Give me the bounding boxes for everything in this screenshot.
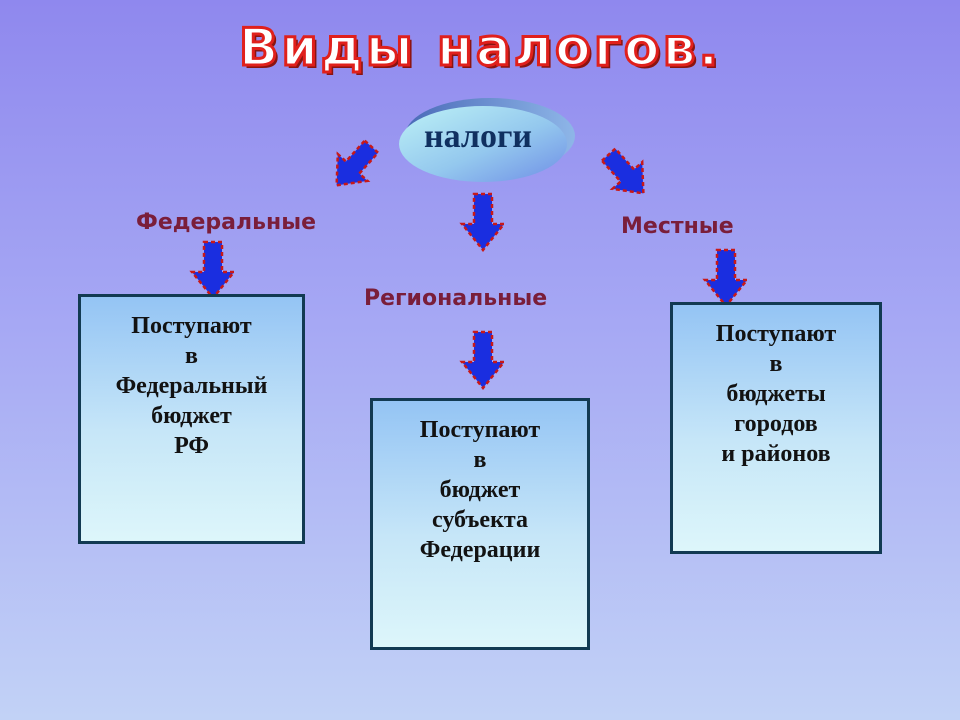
category-federal-label: Федеральные — [136, 210, 317, 235]
local-budget-box: Поступают в бюджеты городов и районов — [670, 302, 882, 554]
box-text-line: Поступают — [131, 313, 252, 339]
box-text-line: Федерации — [419, 537, 541, 563]
arrow-to-local-icon — [600, 146, 645, 195]
arrow-to-regional-icon — [459, 192, 507, 252]
box-text-line: Поступают — [715, 321, 837, 347]
box-text-line: бюджет — [151, 403, 232, 429]
box-text-line: в — [769, 351, 783, 377]
box-text-line: в — [185, 343, 198, 369]
diagram-title: Виды налогов. — [237, 17, 722, 80]
box-text-line: субъекта — [432, 507, 528, 533]
arrow-to-federal-icon — [335, 138, 380, 187]
box-text-line: бюджет — [439, 477, 521, 503]
arrow-federal-to-box-icon — [189, 240, 237, 300]
root-node-ellipse — [399, 98, 575, 182]
box-text-line: в — [473, 447, 487, 473]
box-text-line: Федеральный — [115, 373, 268, 399]
box-text-line: Поступают — [419, 417, 541, 443]
arrow-local-to-box-icon — [702, 248, 750, 308]
federal-budget-box: Поступают в Федеральный бюджет РФ — [78, 294, 305, 544]
box-text-line: и районов — [721, 441, 831, 467]
regional-budget-box: Поступают в бюджет субъекта Федерации — [370, 398, 590, 650]
category-regional-label: Региональные — [364, 286, 548, 311]
arrow-regional-to-box-icon — [459, 330, 507, 390]
root-node-label: налоги — [424, 118, 532, 155]
category-local-label: Местные — [621, 214, 734, 239]
box-text-line: городов — [734, 411, 818, 437]
box-text-line: бюджеты — [726, 381, 826, 407]
box-text-line: РФ — [174, 433, 209, 459]
